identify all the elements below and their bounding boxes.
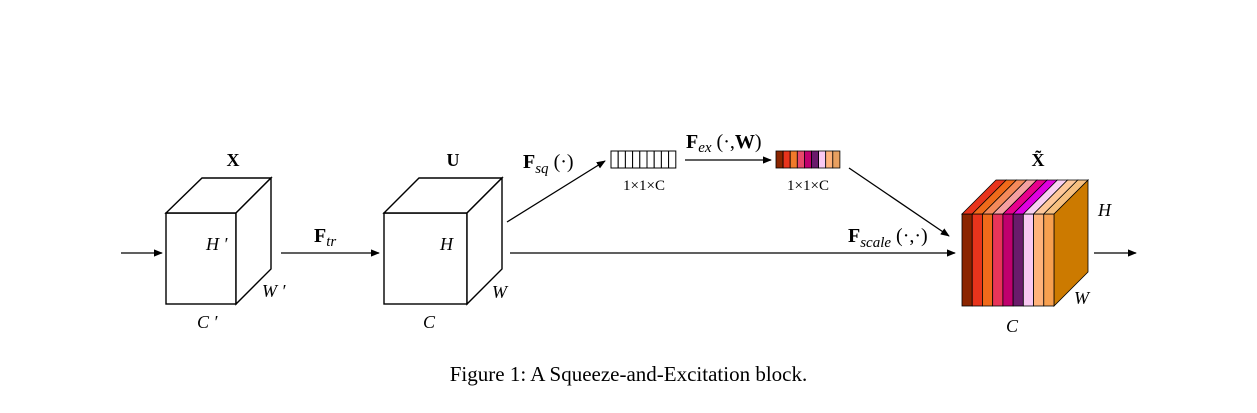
input-channel-label: C ′: [197, 312, 219, 332]
output-tensor-cube: [961, 179, 1089, 307]
input-width-label: W ′: [262, 281, 286, 301]
squeeze-vector-cell: [660, 150, 670, 169]
excitation-label: Fex (·,W): [686, 131, 762, 156]
feature-map-channel-label: C: [423, 312, 436, 332]
excite-vector: [775, 150, 841, 169]
excite-vector-cell: [775, 150, 784, 169]
output-cube-front-slice: [1002, 213, 1014, 307]
excite-vector-cell: [832, 150, 841, 169]
squeeze-label: Fsq (·): [523, 151, 574, 177]
input-height-label: H ′: [205, 234, 228, 254]
excite-vector-cell: [818, 150, 827, 169]
squeeze-vector-cell: [610, 150, 619, 169]
excite-vector-dims: 1×1×C: [787, 178, 829, 194]
squeeze-arrow: [506, 160, 606, 223]
excite-vector-cell: [804, 150, 812, 169]
squeeze-vector-cell: [617, 150, 626, 169]
output-channel-label: C: [1006, 316, 1019, 336]
squeeze-vector-cell: [624, 150, 634, 169]
excite-vector-cell: [811, 150, 819, 169]
excite-vector-cell: [789, 150, 798, 169]
squeeze-vector-cell: [639, 150, 648, 169]
squeeze-vector-cell: [646, 150, 655, 169]
output-cube-front-slice: [1022, 213, 1034, 307]
squeeze-vector: [610, 150, 677, 169]
feature-map-cube: [382, 176, 504, 306]
excite-vector-cell: [825, 150, 834, 169]
output-cube-front-slice: [1012, 213, 1024, 307]
feature-map-height-label: H: [439, 234, 454, 254]
transform-label: Ftr: [314, 225, 336, 250]
output-width-label: W: [1074, 288, 1091, 308]
output-cube-front-slice: [961, 213, 973, 307]
output-cube-front-slice: [992, 213, 1004, 307]
output-cube-front-slice: [971, 213, 983, 307]
scale-label: Fscale (·,·): [848, 225, 928, 251]
squeeze-vector-cell: [632, 150, 641, 169]
figure-caption: Figure 1: A Squeeze-and-Excitation block…: [449, 362, 808, 386]
input-tensor-cube: [164, 176, 273, 306]
input-tensor-name: X: [227, 150, 240, 170]
squeeze-vector-cell: [668, 150, 677, 169]
excite-to-scale-arrow: [848, 167, 950, 237]
excite-vector-cell: [796, 150, 805, 169]
feature-map-width-label: W: [492, 282, 509, 302]
output-cube-top-slice: [1042, 179, 1089, 215]
squeeze-vector-cell: [653, 150, 662, 169]
output-tensor-name: X̃: [1032, 150, 1045, 170]
feature-map-name: U: [447, 150, 460, 170]
output-cube-front-slice: [982, 213, 994, 307]
output-height-label: H: [1097, 200, 1112, 220]
output-cube-front-slice: [1033, 213, 1045, 307]
excite-vector-cell: [782, 150, 791, 169]
output-cube-front-slice: [1043, 213, 1055, 307]
squeeze-vector-dims: 1×1×C: [623, 178, 665, 194]
